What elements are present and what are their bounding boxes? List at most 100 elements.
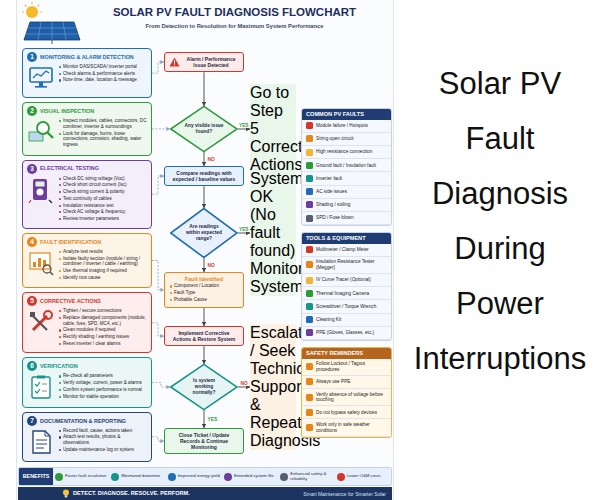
bullet-dot: [170, 292, 172, 294]
benefit-text: Improved energy yield: [178, 474, 220, 479]
panel-item: Thermal Imaging Camera: [302, 287, 391, 300]
step-icon: [27, 118, 55, 146]
bullet-text: Look for damage, burns, loose connection…: [63, 131, 147, 148]
panel-item-text: String open circuit: [316, 136, 354, 142]
panel-item-text: Follow Lockout / Tagout procedures: [316, 361, 387, 372]
bullet-item: Tighten / secure connections: [59, 308, 147, 314]
process-box: Implement Corrective Actions & Restore S…: [164, 326, 244, 346]
bullet-text: Analyze test results: [63, 249, 147, 255]
bullet-dot: [59, 205, 61, 207]
bullet-dot: [59, 396, 61, 398]
bullet-dot: [59, 191, 61, 193]
step-body: Re-check all parametersVerify voltage, c…: [27, 373, 147, 401]
step-panel: 6VERIFICATIONRe-check all parametersVeri…: [22, 357, 152, 407]
bullet-item: Review inverter parameters: [59, 216, 147, 222]
benefit-text: Lower O&M costs: [347, 474, 381, 479]
flow-arrow: [238, 387, 250, 388]
bullet-text: Check short circuit current (Isc): [63, 182, 147, 188]
bullet-dot: [59, 336, 61, 338]
decision-text: Is system working normally?: [184, 378, 223, 395]
benefits-head: BENEFITS: [19, 468, 53, 485]
bullet-item: Attach test results, photos & observatio…: [59, 434, 147, 445]
footer-tagline-holder: Smart Maintenance for Smarter Solar: [250, 491, 386, 497]
panel-item-text: Cleaning Kit: [316, 317, 341, 323]
bullet-dot: [59, 329, 61, 331]
item-icon: [306, 261, 313, 268]
bullet-dot: [59, 343, 61, 345]
bullet-dot: [59, 198, 61, 200]
step-number: 2: [27, 106, 37, 116]
edge-label: NO: [206, 157, 215, 162]
bullet-item: Check short circuit current (Isc): [59, 182, 147, 188]
bullet-dot: [59, 79, 61, 81]
bullet-item: Inspect modules, cables, connectors, DC …: [59, 118, 147, 129]
panel-item-text: Verify absence of voltage before touchin…: [316, 392, 387, 403]
footer-tagline: Smart Maintenance for Smarter Solar: [250, 491, 386, 497]
item-icon: [306, 378, 313, 385]
panel-item: Cleaning Kit: [302, 314, 391, 327]
header-illustration: [22, 2, 80, 44]
step-header: 5CORRECTIVE ACTIONS: [27, 296, 147, 306]
bullet-item: Reset inverter / clear alarms: [59, 341, 147, 347]
subtitle: From Detection to Resolution for Maximum…: [82, 23, 387, 30]
bullet-dot: [59, 270, 61, 272]
bullet-item: Check string current & polarity: [59, 189, 147, 195]
panel-item-text: Inverter fault: [316, 176, 342, 182]
panel-item-text: Shading / soiling: [316, 202, 350, 208]
item-icon: [306, 135, 313, 142]
panel-item-text: Multimeter / Clamp Meter: [316, 247, 369, 253]
footer-slogan: DETECT. DIAGNOSE. RESOLVE. PERFORM.: [73, 490, 233, 497]
step-panel: 7DOCUMENTATION & REPORTINGRecord fault, …: [22, 412, 152, 462]
panel-item-text: Do not bypass safety devices: [316, 410, 377, 416]
edge-label-holder: YES: [206, 417, 218, 422]
bullet-text: Reset inverter / clear alarms: [63, 341, 147, 347]
benefit-item: Enhanced safety & reliability: [278, 468, 334, 485]
flow-arrow: [204, 186, 205, 208]
step-number: 5: [27, 296, 37, 306]
panel-item: Screwdriver / Torque Wrench: [302, 300, 391, 313]
item-icon: [306, 303, 313, 310]
panel-item-text: Thermal Imaging Camera: [316, 291, 369, 297]
bullet-text: Check alarms & performance alerts: [63, 71, 147, 77]
step-link: [152, 383, 170, 387]
process-box: Compare readings with expected / baselin…: [164, 166, 244, 186]
bullet-text: Record fault, cause, actions taken: [63, 428, 147, 434]
bullet-dot: [59, 218, 61, 220]
step-body: Analyze test resultsIsolate faulty secti…: [27, 249, 147, 281]
decision-diamond: Any visible issue found?: [170, 106, 238, 152]
step-icon: [27, 428, 55, 456]
benefit-text: Faster fault resolution: [65, 474, 106, 479]
step-header: 1MONITORING & ALARM DETECTION: [27, 52, 147, 62]
panel-item: SPD / Fuse blown: [302, 212, 391, 225]
item-icon: [306, 424, 313, 431]
step-icon: [27, 176, 55, 204]
panel-heading: TOOLS & EQUIPMENT: [302, 233, 391, 244]
bullet-dot: [59, 258, 61, 260]
bulb-icon: [62, 489, 70, 498]
bullet-item: Monitor DAS/SCADA/ inverter portal: [59, 64, 147, 70]
edge-label: YES: [238, 227, 250, 232]
bullet-text: Attach test results, photos & observatio…: [63, 434, 147, 445]
flow-arrow: [204, 258, 205, 272]
step-link: [152, 62, 164, 73]
panel-item: Always use PPE: [302, 376, 391, 389]
bullet-text: Test continuity of cables: [63, 196, 147, 202]
benefit-icon: [224, 473, 232, 481]
bullet-item: Replace damaged components (module, cabl…: [59, 315, 147, 326]
panel-item-text: PPE (Gloves, Glasses, etc.): [316, 330, 374, 336]
bullet-dot: [59, 310, 61, 312]
benefit-icon: [280, 473, 288, 481]
panel-item: Insulation Resistance Tester (Megger): [302, 257, 391, 274]
panel-item: Verify absence of voltage before touchin…: [302, 389, 391, 406]
flow-arrow: [204, 308, 205, 326]
decision-diamond: Is system working normally?: [170, 364, 238, 410]
benefit-item: Minimized downtime: [109, 468, 165, 485]
item-icon: [306, 409, 313, 416]
bullet-dot: [59, 211, 61, 213]
bullet-text: Replace damaged components (module, cabl…: [63, 315, 147, 326]
bullet-item: Confirm system performance is normal: [59, 387, 147, 393]
bullet-text: Inspect modules, cables, connectors, DC …: [63, 118, 147, 129]
item-icon: [306, 162, 313, 169]
bullet-text: Clean modules if required: [63, 327, 147, 333]
bullet-dot: [59, 184, 61, 186]
